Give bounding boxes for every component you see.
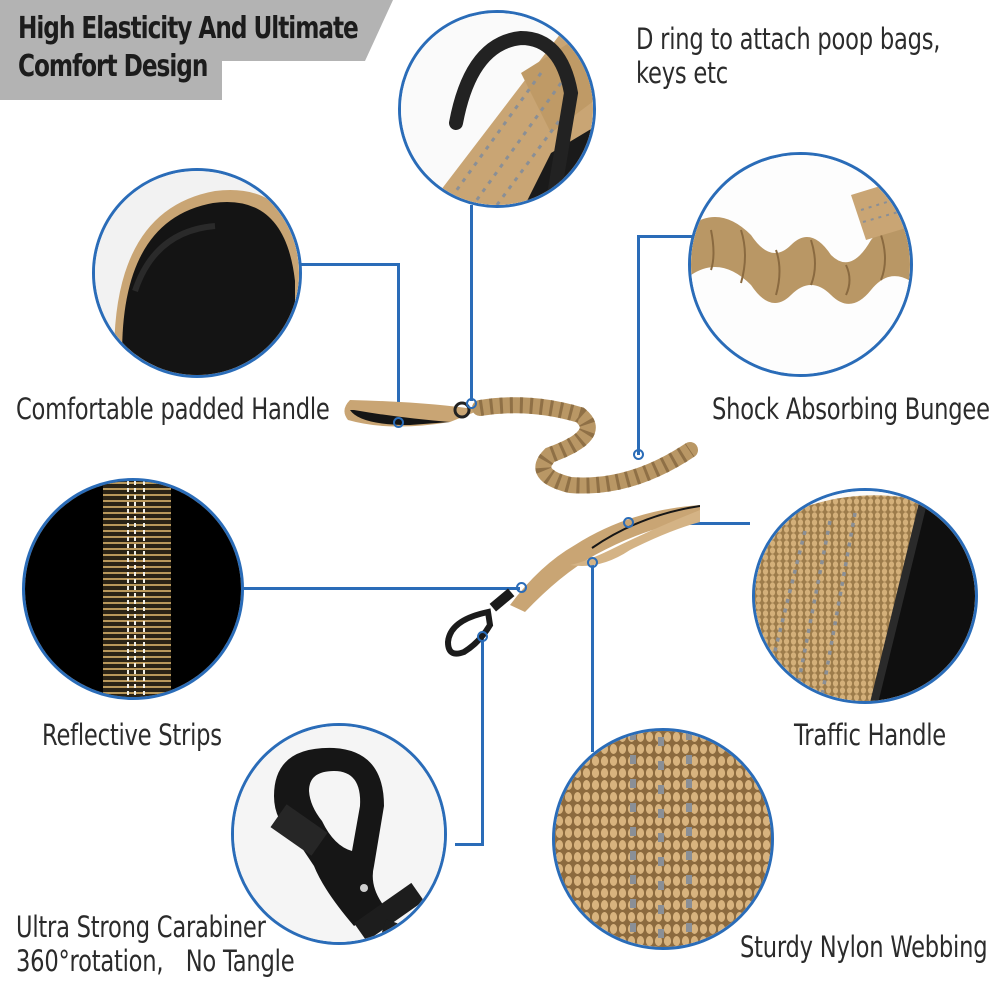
detail-circle-bungee [688,152,913,377]
carabiner-closeup-image [234,726,444,942]
detail-circle-d-ring [398,10,596,208]
d-ring-closeup-image [401,13,593,205]
callout-dot-bungee [633,449,644,460]
detail-circle-padded-handle [92,168,302,378]
callout-dot-traffic-handle [623,517,634,528]
detail-circle-webbing [552,728,774,950]
label-padded-handle: Comfortable padded Handle [16,392,330,426]
label-traffic-handle: Traffic Handle [794,718,946,752]
label-carabiner: Ultra Strong Carabiner 360°rotation, No … [16,910,295,978]
label-webbing: Sturdy Nylon Webbing [740,930,988,964]
banner-title: High Elasticity And Ultimate Comfort Des… [18,10,359,86]
headline-banner: High Elasticity And Ultimate Comfort Des… [0,0,400,100]
webbing-closeup-image [555,731,771,947]
reflective-closeup-image [25,481,241,697]
banner-shape [0,0,393,100]
label-d-ring: D ring to attach poop bags, keys etc [636,22,940,90]
connector-padded-handle-v [397,263,400,419]
callout-dot-d-ring [466,398,477,409]
callout-dot-padded-handle [393,417,404,428]
padded-handle-closeup-image [95,171,299,375]
callout-dot-reflective [516,582,527,593]
connector-carabiner-h [455,843,484,846]
connector-carabiner-v [481,636,484,846]
bungee-closeup-image [691,155,910,374]
label-carabiner-line1: Ultra Strong Carabiner [16,910,266,944]
label-d-ring-line2: keys etc [636,56,728,90]
callout-dot-webbing [587,557,598,568]
connector-padded-handle-h [300,263,400,266]
detail-circle-carabiner [231,723,447,945]
label-d-ring-line1: D ring to attach poop bags, [636,22,941,56]
detail-circle-reflective [22,478,244,700]
callout-dot-carabiner [477,631,488,642]
connector-bungee-h [637,235,692,238]
connector-bungee-v [637,235,640,455]
connector-reflective [240,587,520,590]
banner-title-line2: Comfort Design [18,49,208,84]
detail-circle-traffic-handle [752,488,978,704]
label-bungee: Shock Absorbing Bungee [712,392,990,426]
connector-webbing [591,562,594,752]
banner-title-line1: High Elasticity And Ultimate [18,11,359,46]
label-carabiner-line2: 360°rotation, No Tangle [16,944,295,978]
label-reflective: Reflective Strips [42,718,222,752]
traffic-handle-closeup-image [755,491,975,701]
connector-d-ring [470,205,473,401]
leash-product-image [344,397,700,657]
